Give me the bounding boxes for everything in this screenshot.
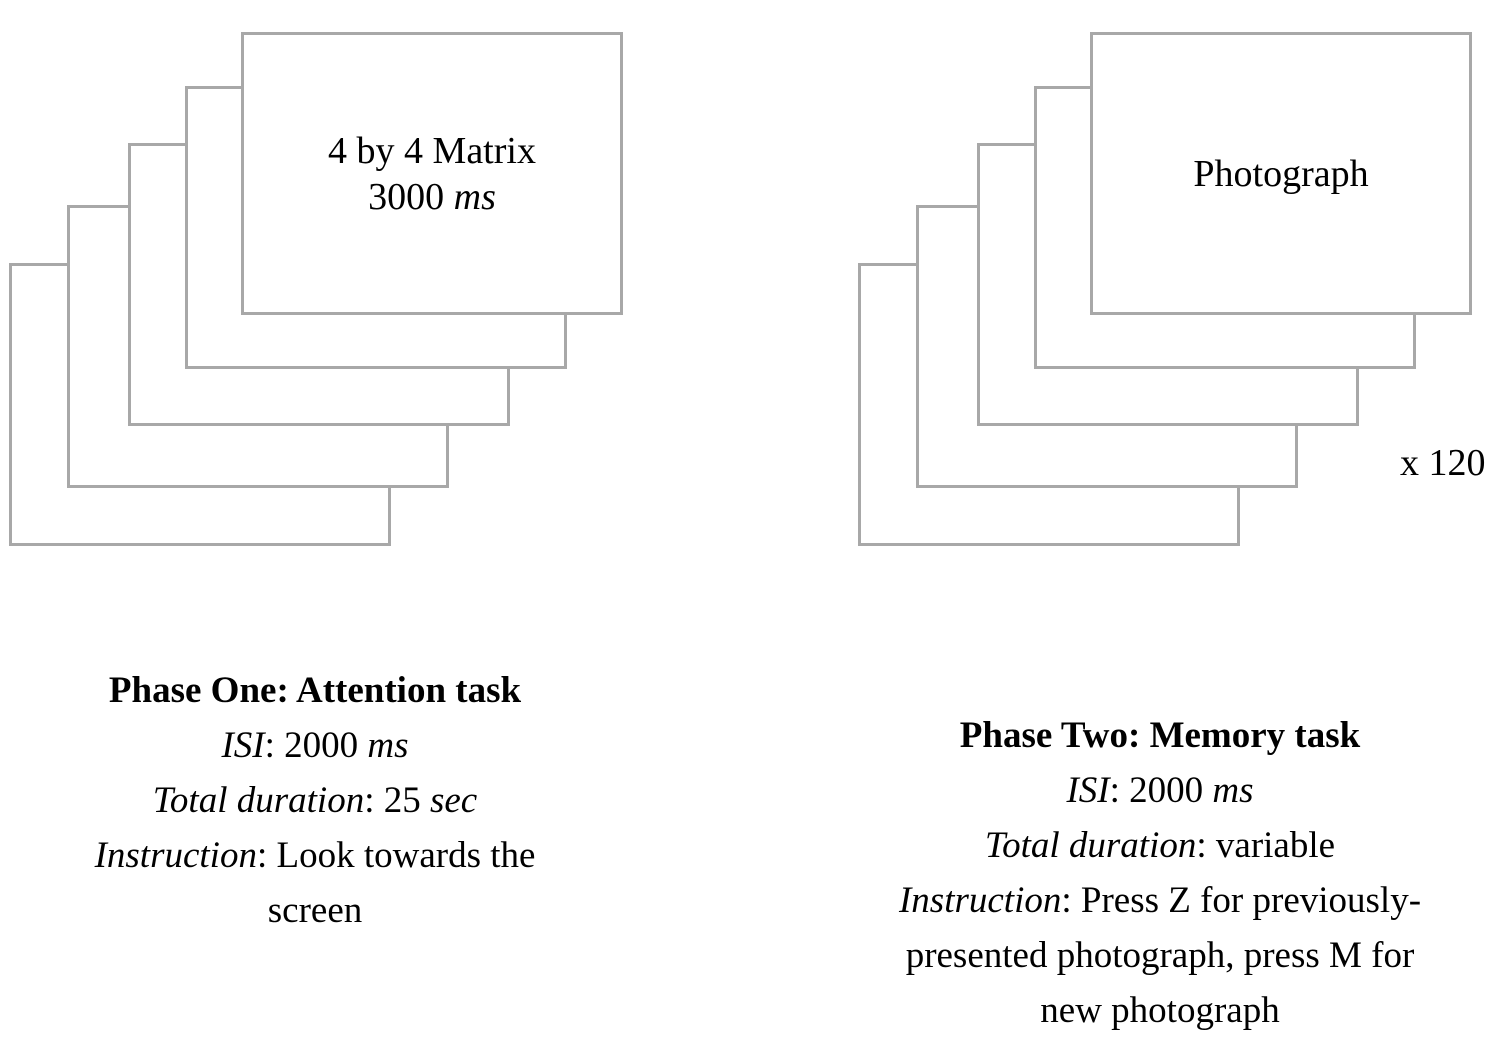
phase-two-isi: ISI: 2000 ms [1066,770,1254,811]
phase-one-duration: Total duration: 25 sec [152,780,478,821]
phase-two-frame-1 [1090,32,1472,315]
phase-one-instruction: Instruction: Look towards the screen [94,835,536,931]
matrix-duration: 3000 ms [368,176,496,218]
repeat-count-label: x 120 [1400,442,1486,484]
phase-two-duration: Total duration: variable [984,825,1336,866]
phase-two-instruction: Instruction: Press Z for previously-pres… [898,880,1422,1031]
phase-two-title: Phase Two: Memory task [959,715,1361,756]
photograph-label: Photograph [1193,153,1369,195]
phase-one-frame-label: 4 by 4 Matrix 3000 ms [241,128,623,220]
matrix-label: 4 by 4 Matrix [328,130,536,172]
phase-one-isi: ISI: 2000 ms [221,725,409,766]
phase-one-frame-1 [241,32,623,315]
phase-one-caption: Phase One: Attention task ISI: 2000 ms T… [40,663,590,938]
phase-two-caption: Phase Two: Memory task ISI: 2000 ms Tota… [870,708,1450,1038]
phase-one-title: Phase One: Attention task [108,670,522,711]
